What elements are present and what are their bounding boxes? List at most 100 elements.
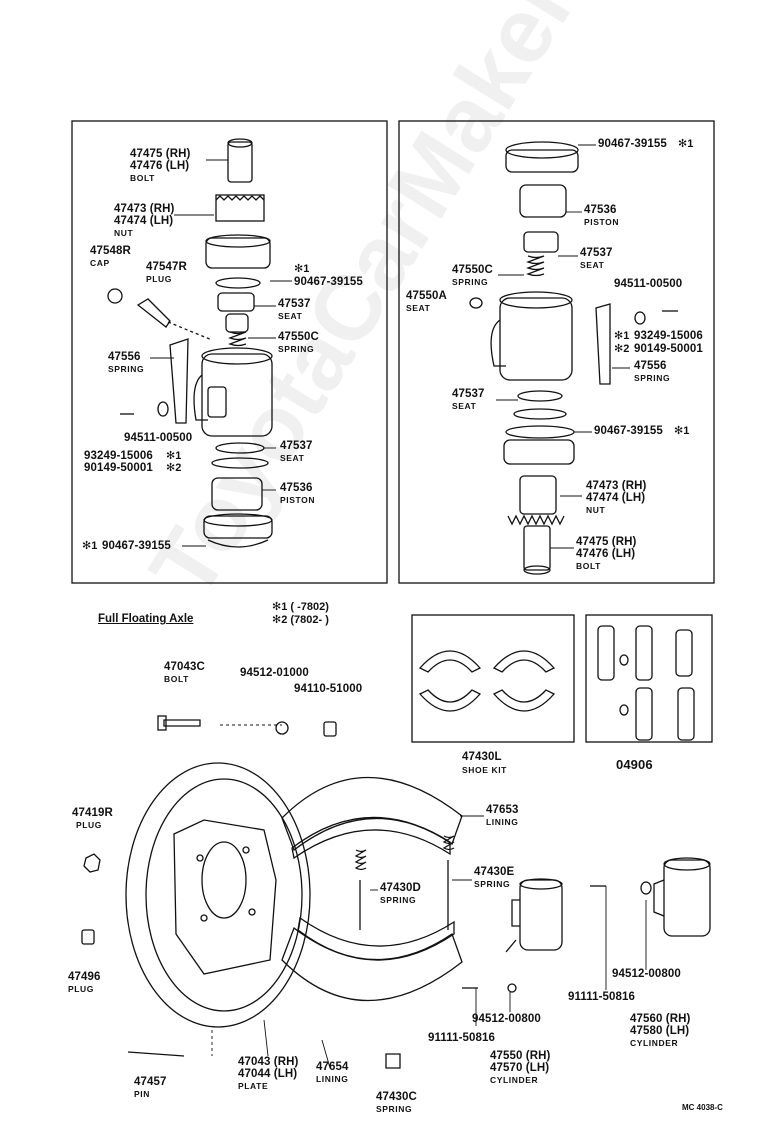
- lw-spring-d-pn: 47430D: [380, 882, 421, 894]
- backing-plate-art: [125, 762, 311, 1028]
- right-cylinder-stack: [469, 141, 678, 575]
- brake-shoes-art: [281, 776, 463, 1002]
- lb-spring-c-name: SPRING: [278, 344, 315, 354]
- lw-spring-c-name: SPRING: [376, 1104, 413, 1114]
- rb-nut-pn2: 47474 (LH): [586, 492, 646, 504]
- lw-spring-e-name: SPRING: [474, 879, 511, 889]
- lw-lining-bottom-name: LINING: [316, 1074, 349, 1084]
- repair-kit-pn: 04906: [616, 757, 653, 772]
- rb-screw2-pn: 90149-50001: [634, 343, 703, 355]
- lb-screw2-mark: ✻2: [166, 462, 182, 474]
- rb-screw1-mark: ✻1: [614, 330, 630, 342]
- rb-spring-c-name: SPRING: [452, 277, 489, 287]
- lb-bolt-name: BOLT: [130, 173, 155, 183]
- lb-piston-pn: 47536: [280, 482, 313, 494]
- note-2: ✻2 (7802- ): [272, 614, 329, 626]
- rb-cup-bottom-mark: ✻1: [674, 425, 690, 437]
- lb-clip-pn: 94511-00500: [124, 432, 193, 444]
- lw-nut-pn: 94110-51000: [294, 683, 363, 695]
- lb-spring-pn: 47556: [108, 351, 141, 363]
- lb-nut-pn2: 47474 (LH): [114, 215, 174, 227]
- shoe-kit-name: SHOE KIT: [462, 765, 507, 775]
- rb-nut-name: NUT: [586, 505, 606, 515]
- rb-cup-bottom-pn: 90467-39155: [594, 425, 663, 437]
- rb-seat-top-name: SEAT: [580, 260, 605, 270]
- rb-screw1-pn: 93249-15006: [634, 330, 703, 342]
- lw-bolt-pn: 47043C: [164, 661, 205, 673]
- repair-kit-art: [597, 625, 695, 741]
- note-1: ✻1 ( -7802): [272, 601, 329, 613]
- lw-lining-bottom-pn: 47654: [316, 1061, 349, 1073]
- lw-spring-d-name: SPRING: [380, 895, 417, 905]
- lw-washer-pn: 94512-01000: [240, 667, 309, 679]
- rb-cup-top-pn: 90467-39155: [598, 138, 667, 150]
- shoe-kit-art: [418, 650, 556, 712]
- rb-clip-pn: 94511-00500: [614, 278, 683, 290]
- lw-bolt-name: BOLT: [164, 674, 189, 684]
- lw-plate-pn2: 47044 (LH): [238, 1068, 298, 1080]
- lw-plate-name: PLATE: [238, 1081, 269, 1091]
- lw-cyl-rear-pn1: 47560 (RH): [630, 1013, 691, 1025]
- right-detail-box: [398, 120, 715, 584]
- lw-screw-b-pn: 91111-50816: [568, 991, 635, 1003]
- left-detail-box: [71, 120, 388, 584]
- rb-piston-pn: 47536: [584, 204, 617, 216]
- rb-bolt-pn1: 47475 (RH): [576, 536, 637, 548]
- lw-cyl-rear-name: CYLINDER: [630, 1038, 679, 1048]
- lb-seat-bottom-pn: 47537: [280, 440, 313, 452]
- rb-spring-name: SPRING: [634, 373, 671, 383]
- lw-plug-pn: 47496: [68, 971, 101, 983]
- lb-screw2-pn: 90149-50001: [84, 462, 153, 474]
- lw-washer-b-pn: 94512-00800: [612, 968, 681, 980]
- left-cylinder-stack: [107, 138, 273, 548]
- lw-plug-r-name: PLUG: [76, 820, 103, 830]
- diagram-code: MC 4038-C: [682, 1103, 723, 1112]
- lw-pin-name: PIN: [134, 1089, 150, 1099]
- lw-washer-a-pn: 94512-00800: [472, 1013, 541, 1025]
- rb-screw2-mark: ✻2: [614, 343, 630, 355]
- lw-cyl-front-pn2: 47570 (LH): [490, 1062, 550, 1074]
- lb-seat-bottom-name: SEAT: [280, 453, 305, 463]
- rb-bolt-name: BOLT: [576, 561, 601, 571]
- rb-seat-bottom-pn: 47537: [452, 388, 485, 400]
- lb-cap-name: CAP: [90, 258, 110, 268]
- small-hardware-art: [81, 715, 606, 1069]
- lb-cup-top-pn: 90467-39155: [294, 276, 363, 288]
- lb-plug-pn: 47547R: [146, 261, 187, 273]
- full-floating-axle-title: Full Floating Axle: [98, 613, 194, 625]
- lb-nut-name: NUT: [114, 228, 134, 238]
- lb-bolt-pn2: 47476 (LH): [130, 160, 190, 172]
- rb-seat-top-pn: 47537: [580, 247, 613, 259]
- rb-bolt-pn2: 47476 (LH): [576, 548, 636, 560]
- rb-cup-top-mark: ✻1: [678, 138, 694, 150]
- rb-spring-c-pn: 47550C: [452, 264, 493, 276]
- lb-seat-top-pn: 47537: [278, 298, 311, 310]
- lw-cyl-front-pn1: 47550 (RH): [490, 1050, 551, 1062]
- lw-plug-name: PLUG: [68, 984, 95, 994]
- lw-cyl-front-name: CYLINDER: [490, 1075, 539, 1085]
- lb-piston-name: PISTON: [280, 495, 316, 505]
- leader-lines: [150, 144, 647, 1069]
- rb-spring-pn: 47556: [634, 360, 667, 372]
- lb-bolt-pn1: 47475 (RH): [130, 148, 191, 160]
- lb-cup-bottom-pn: 90467-39155: [102, 540, 171, 552]
- lb-cap-pn: 47548R: [90, 245, 131, 257]
- lw-spring-e-pn: 47430E: [474, 866, 515, 878]
- lw-plate-pn1: 47043 (RH): [238, 1056, 299, 1068]
- lb-plug-name: PLUG: [146, 274, 173, 284]
- lb-nut-pn1: 47473 (RH): [114, 203, 175, 215]
- lb-cup-top-mark: ✻1: [294, 263, 310, 275]
- lb-cup-bottom-mark: ✻1: [82, 540, 98, 552]
- lb-screw1-pn: 93249-15006: [84, 450, 153, 462]
- lw-plug-r-pn: 47419R: [72, 807, 113, 819]
- shoe-kit-pn: 47430L: [462, 751, 502, 763]
- lw-pin-pn: 47457: [134, 1076, 167, 1088]
- shoe-kit-box: [411, 614, 575, 743]
- rb-seat-a-name: SEAT: [406, 303, 431, 313]
- rb-nut-pn1: 47473 (RH): [586, 480, 647, 492]
- lw-lining-top-pn: 47653: [486, 804, 519, 816]
- lw-screw-a-pn: 91111-50816: [428, 1032, 495, 1044]
- front-cylinder-art: [505, 878, 563, 953]
- lw-lining-top-name: LINING: [486, 817, 519, 827]
